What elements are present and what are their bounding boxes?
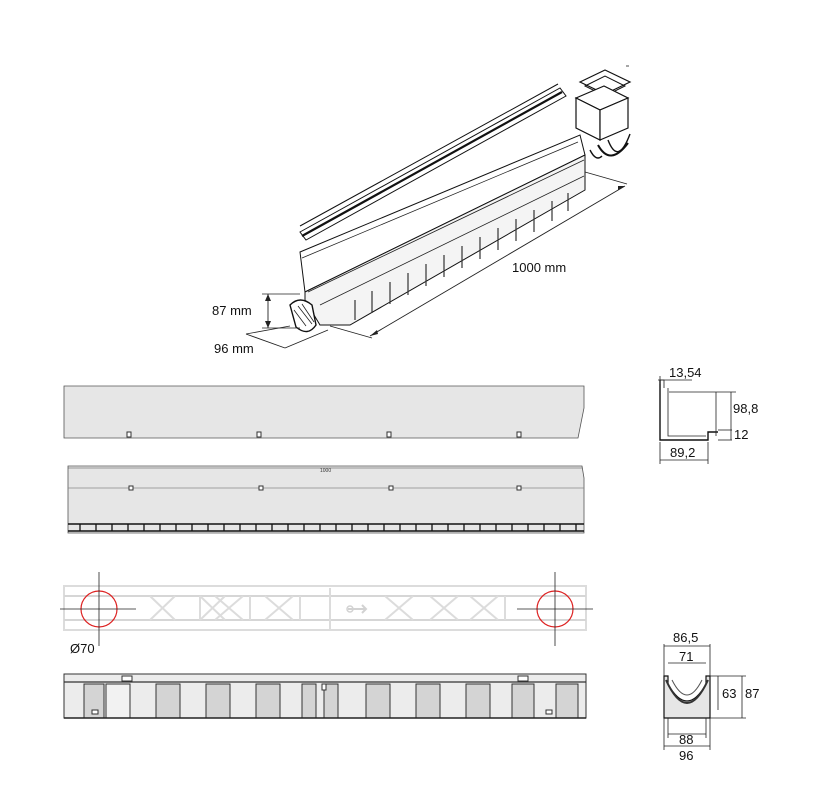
channel-side-ticks — [79, 524, 577, 531]
grating-foot-label: 12 — [734, 427, 748, 442]
bottom-hole-left — [60, 572, 136, 646]
grating-width-label: 89,2 — [670, 445, 695, 460]
grating-height-label: 98,8 — [733, 401, 758, 416]
channel-bottom-outer-label: 96 — [679, 748, 693, 763]
grating-top-label: 13,54 — [669, 365, 702, 380]
iso-width-dimension: 96 mm — [214, 325, 329, 356]
iso-ribs — [354, 193, 569, 320]
iso-length-label: 1000 mm — [512, 260, 566, 275]
bottom-hole-right — [517, 572, 593, 646]
channel-section: 86,5 71 63 87 88 96 — [663, 630, 759, 763]
side-view-channel: 1000 — [67, 465, 585, 534]
hole-diameter-label: Ø70 — [70, 641, 95, 656]
front-elevation — [63, 673, 587, 719]
bottom-view: Ø70 — [60, 572, 593, 656]
channel-bottom-inner-label: 88 — [679, 732, 693, 747]
side-view-grating — [63, 385, 585, 439]
channel-inner-top-label: 71 — [679, 649, 693, 664]
iso-grating — [299, 83, 567, 241]
isometric-view: 1000 mm 87 mm 96 mm — [212, 65, 632, 356]
channel-outer-top-label: 86,5 — [673, 630, 698, 645]
bottom-lattice — [149, 588, 506, 630]
iso-channel-body — [289, 134, 586, 333]
iso-length-dimension: 1000 mm — [329, 171, 628, 339]
channel-outer-height-label: 87 — [745, 686, 759, 701]
iso-height-dimension: 87 mm — [212, 293, 300, 329]
iso-height-label: 87 mm — [212, 303, 252, 318]
side-tiny-length-label: 1000 — [320, 468, 331, 474]
channel-inner-height-label: 63 — [722, 686, 736, 701]
iso-outlet-box — [574, 65, 632, 159]
iso-width-label: 96 mm — [214, 341, 254, 356]
grating-section: 13,54 98,8 12 89,2 — [658, 365, 758, 464]
